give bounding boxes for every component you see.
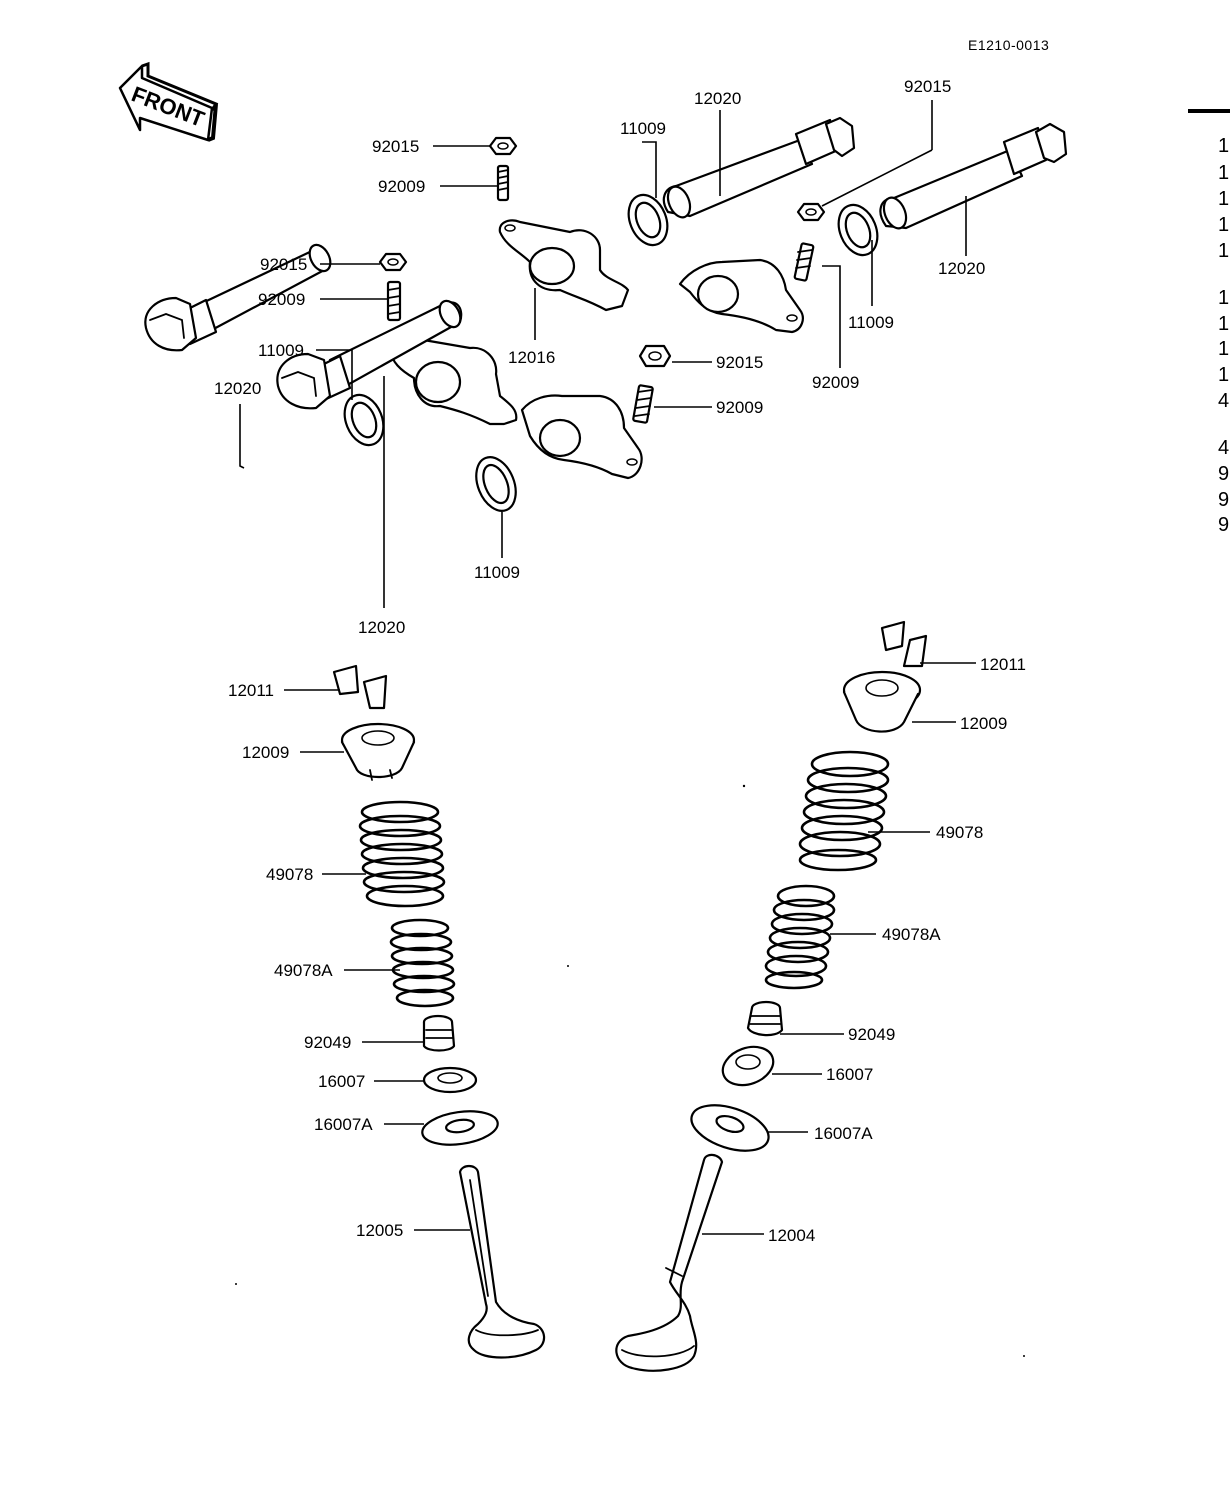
part-label: 92009 — [716, 398, 763, 417]
part-label: 16007A — [814, 1124, 873, 1143]
side-index-item: 1 — [1218, 162, 1229, 184]
rocker-arm-right — [678, 258, 804, 334]
part-label: 92009 — [378, 177, 425, 196]
side-index-item: 9 — [1218, 463, 1229, 485]
part-label: 49078A — [882, 925, 941, 944]
side-index-item: 9 — [1218, 489, 1229, 511]
part-label: 12011 — [228, 681, 274, 700]
spring-49078-left — [358, 800, 446, 908]
part-label: 92049 — [848, 1025, 895, 1044]
spring-49078A-right — [764, 884, 836, 990]
rocker-shaft-12020-c — [144, 243, 332, 352]
part-label: 11009 — [848, 313, 894, 332]
side-index-item: 1 — [1218, 188, 1229, 210]
part-label: 11009 — [620, 119, 666, 138]
part-label: 16007A — [314, 1115, 373, 1134]
side-index-item: 4 — [1218, 390, 1229, 412]
nut-92015-c — [378, 252, 408, 272]
nut-92015-a — [488, 136, 518, 156]
washer-16007A-right — [690, 1104, 770, 1152]
side-index-column: 1 1 1 1 1 1 1 1 1 4 4 9 9 9 — [1218, 135, 1229, 536]
stem-seal-92049-right — [746, 1000, 784, 1037]
rocker-shaft-12020-d — [276, 299, 463, 410]
side-index-item: 1 — [1218, 287, 1229, 309]
part-label: 92009 — [812, 373, 859, 392]
part-label: 12020 — [694, 89, 741, 108]
exhaust-valve-12005 — [458, 1164, 546, 1359]
side-index-item: 1 — [1218, 135, 1229, 157]
part-label: 92015 — [716, 353, 763, 372]
nut-92015-d — [638, 344, 672, 368]
o-ring-11009-b — [837, 203, 879, 257]
part-label: 12011 — [980, 655, 1026, 674]
washer-16007A-left — [421, 1110, 499, 1146]
rocker-arm-upper — [498, 219, 630, 312]
retainer-12009-right — [842, 670, 922, 733]
part-label: 92015 — [904, 77, 951, 96]
part-label: 16007 — [826, 1065, 873, 1084]
collet-12011-right — [880, 620, 928, 668]
rocker-shaft-12020-b — [879, 122, 1068, 230]
o-ring-11009-c — [343, 393, 385, 447]
nut-92015-b — [796, 202, 826, 222]
part-label: 12004 — [768, 1226, 815, 1245]
spring-49078A-left — [389, 918, 456, 1008]
rocker-arm-left — [388, 335, 518, 426]
side-index-item: 1 — [1218, 313, 1229, 335]
side-index-item: 1 — [1218, 240, 1229, 262]
part-label: 49078 — [266, 865, 313, 884]
spring-seat-16007-left — [422, 1066, 478, 1094]
spring-49078-right — [798, 750, 890, 872]
part-label: 11009 — [474, 563, 520, 582]
leader-lines — [239, 100, 976, 1235]
side-index-item: 1 — [1218, 364, 1229, 386]
part-label: 12009 — [960, 714, 1007, 733]
part-label: 92015 — [372, 137, 419, 156]
front-arrow-icon: FRONT — [118, 61, 219, 142]
collet-12011-left — [332, 664, 388, 710]
spring-seat-16007-right — [721, 1045, 775, 1087]
part-label: 11009 — [258, 341, 304, 360]
side-index-item: 1 — [1218, 338, 1229, 360]
adjust-screw-92009-d — [632, 384, 654, 424]
side-index-item: 9 — [1218, 514, 1229, 536]
part-label: 12016 — [508, 348, 555, 367]
adjust-screw-92009-c — [386, 280, 402, 322]
part-label: 49078 — [936, 823, 983, 842]
part-label: 12020 — [358, 618, 405, 637]
reference-code: E1210-0013 — [968, 37, 1049, 53]
side-index-item: 4 — [1218, 437, 1229, 459]
o-ring-11009-d — [475, 456, 517, 512]
part-labels: 92015 92009 11009 12020 92015 12020 1100… — [214, 77, 1026, 1245]
adjust-screw-92009-a — [496, 164, 510, 202]
rocker-shaft-12020-a — [662, 116, 856, 219]
adjust-screw-92009-b — [793, 242, 815, 282]
part-label: 92049 — [304, 1033, 351, 1052]
part-label: 92009 — [258, 290, 305, 309]
part-label: 12009 — [242, 743, 289, 762]
part-label: 12005 — [356, 1221, 403, 1240]
o-ring-11009-a — [627, 193, 669, 247]
retainer-12009-left — [340, 722, 416, 781]
scan-specks — [235, 784, 1025, 1357]
rocker-arm-center — [520, 394, 643, 480]
part-label: 92015 — [260, 255, 307, 274]
part-label: 16007 — [318, 1072, 365, 1091]
stem-seal-92049-left — [422, 1014, 456, 1052]
part-label: 49078A — [274, 961, 333, 980]
part-label: 12020 — [214, 379, 261, 398]
intake-valve-12004 — [615, 1153, 724, 1372]
side-index-item: 1 — [1218, 214, 1229, 236]
part-label: 12020 — [938, 259, 985, 278]
